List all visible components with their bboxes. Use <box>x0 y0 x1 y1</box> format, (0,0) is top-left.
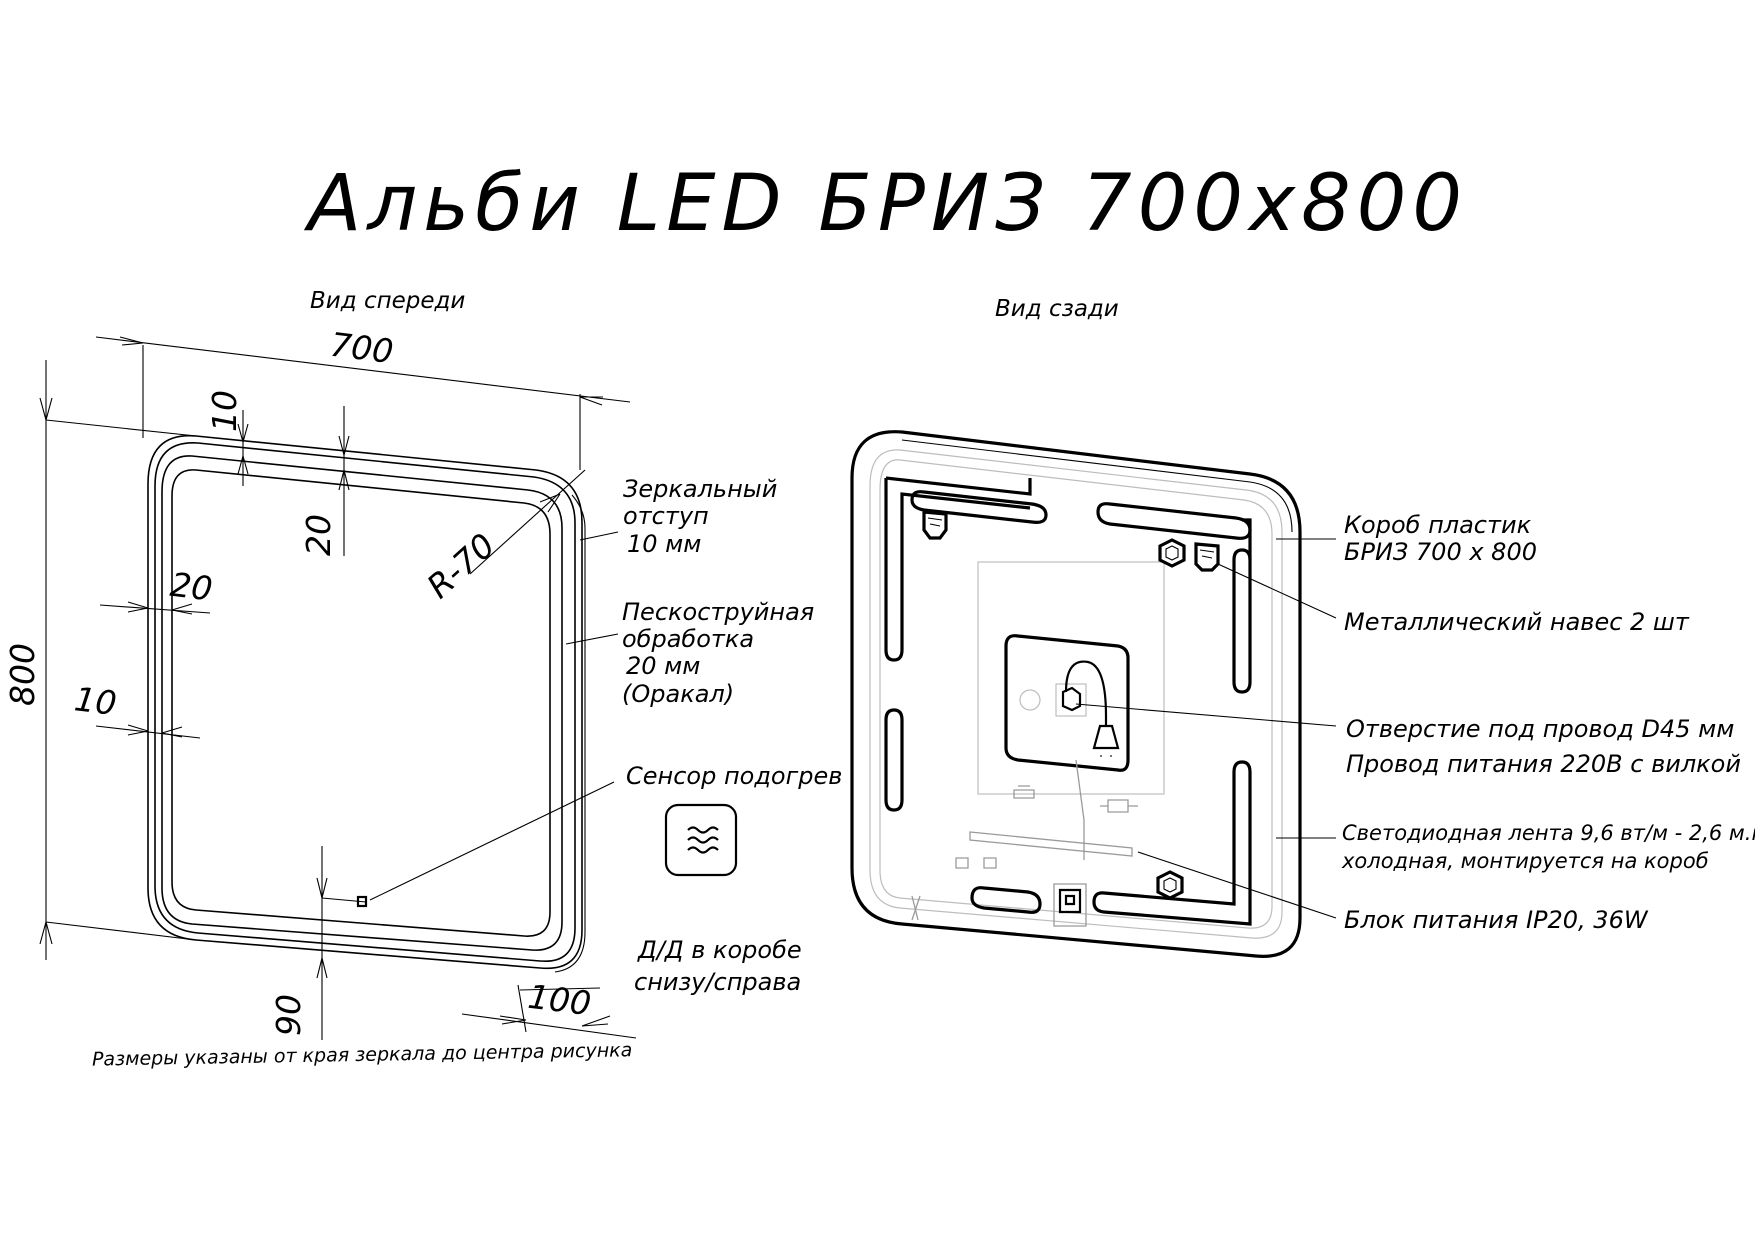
plastic-box <box>869 449 1283 939</box>
back-leaders <box>1075 538 1337 919</box>
note-cable: Провод питания 220В с вилкой <box>1346 750 1741 778</box>
dim-top-20: 20 <box>299 514 338 556</box>
dim-left-20: 20 <box>168 565 214 609</box>
note-led-1: Светодиодная лента 9,6 вт/м - 2,6 м.п. <box>1342 821 1755 845</box>
bottom-note: Размеры указаны от края зеркала до центр… <box>92 1039 633 1070</box>
note-mirror-offset-3: 10 мм <box>627 530 701 558</box>
sandblast-band <box>161 455 563 951</box>
psu-connector <box>1058 888 1082 914</box>
note-sandblast-4: (Оракал) <box>622 680 734 708</box>
hanger-right <box>1194 542 1220 572</box>
led-slot-frame-left <box>884 476 1032 662</box>
note-sandblast-1: Пескоструйная <box>622 598 814 626</box>
note-mirror-offset-1: Зеркальный <box>623 475 777 503</box>
dim-right-100: 100 <box>526 977 593 1023</box>
dim-bottom-90: 90 <box>269 994 308 1036</box>
note-hanger: Металлический навес 2 шт <box>1344 608 1690 636</box>
note-psu: Блок питания IP20, 36W <box>1344 906 1649 934</box>
back-outer-edge <box>850 430 1302 958</box>
bolt-top <box>1158 538 1186 568</box>
dim-top-10: 10 <box>205 390 244 432</box>
power-supply-area <box>977 561 1165 795</box>
led-slot-bottom-left <box>970 886 1042 914</box>
note-hole: Отверстие под провод D45 мм <box>1346 715 1734 743</box>
led-slot-right-top <box>1232 548 1252 694</box>
bolt-bottom <box>1156 870 1184 900</box>
front-leaders <box>369 531 619 991</box>
hex-hole-icon <box>1061 686 1082 712</box>
led-slot-right-top-corner <box>1242 518 1252 560</box>
note-switch-2: снизу/справа <box>634 968 801 996</box>
note-box-1: Короб пластик <box>1344 511 1532 539</box>
led-slot-right-bottom <box>1092 760 1252 926</box>
sensor-marker <box>356 895 368 908</box>
dim-height-800: 800 <box>3 643 42 706</box>
sensor-heating-icon <box>664 803 738 877</box>
dim-left-10: 10 <box>72 679 118 723</box>
drawing-title: Альби LED БРИЗ 700х800 <box>303 159 1468 249</box>
note-box-2: БРИЗ 700 х 800 <box>1344 538 1537 566</box>
note-sensor: Сенсор подогрев <box>626 762 842 790</box>
front-dimensions: 700 800 10 20 20 10 R-70 <box>3 325 637 1040</box>
note-sandblast-3: 20 мм <box>626 652 700 680</box>
note-mirror-offset-2: отступ <box>623 502 709 530</box>
back-view-label: Вид сзади <box>995 296 1119 322</box>
note-switch-1: Д/Д в коробе <box>637 936 802 964</box>
plug-icon <box>1092 724 1120 750</box>
dim-radius: R-70 <box>419 526 502 606</box>
led-slot-left-mid <box>884 708 904 812</box>
front-mirror <box>147 434 586 973</box>
hanger-left <box>922 510 948 540</box>
power-cable <box>1064 660 1108 726</box>
wire-hole-plate <box>1004 634 1130 772</box>
led-slot-top-right-h <box>1096 502 1252 540</box>
back-mirror <box>850 430 1302 958</box>
mirror-outer-edge <box>147 434 583 970</box>
front-view-label: Вид спереди <box>310 288 465 314</box>
mirror-inner-edge <box>154 442 576 962</box>
mirror-visible-area <box>171 469 551 937</box>
dim-width-700: 700 <box>328 325 395 371</box>
note-sandblast-2: обработка <box>622 625 754 653</box>
mirror-side-thickness <box>554 494 586 973</box>
note-led-2: холодная, монтируется на короб <box>1341 849 1709 873</box>
